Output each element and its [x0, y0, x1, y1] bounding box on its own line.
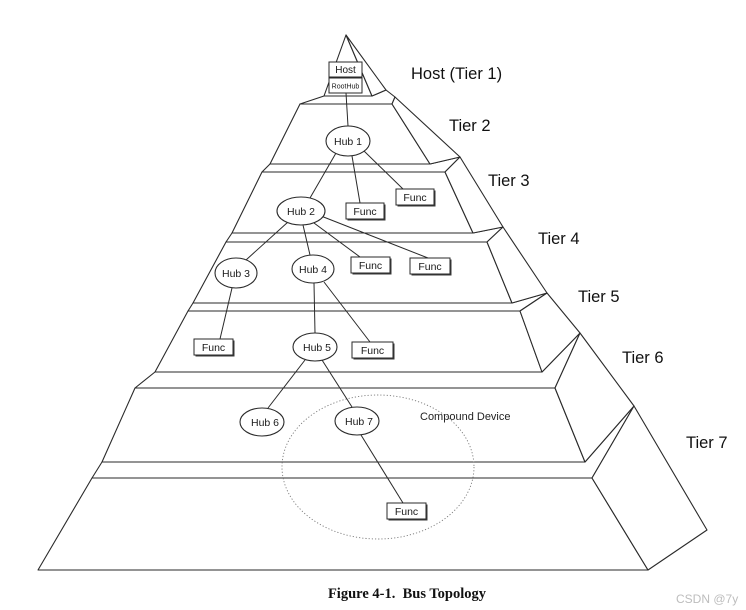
tier-7-label: Tier 7 [686, 434, 728, 452]
tier-5-function-2-label: Func [361, 345, 384, 357]
tier-3-function-2-box [395, 188, 435, 206]
connections [219, 92, 429, 504]
hub-7-label: Hub 7 [345, 416, 373, 428]
link-hub-4-hub-5 [313, 282, 316, 334]
tier-7-function-1-box [386, 502, 427, 520]
hub-3-ellipse [214, 257, 258, 289]
hub-5-node: Hub 5 [292, 332, 338, 362]
link-hub-5-hub-7 [321, 359, 353, 408]
tier-7-function-1: Func [386, 502, 428, 521]
tier-5-side-face [519, 292, 581, 373]
tier-3-function-2: Func [395, 188, 436, 207]
tier-3-function-1-label: Func [353, 206, 376, 218]
hub-4-label: Hub 4 [299, 264, 327, 276]
hub-3-node: Hub 3 [214, 257, 258, 289]
tier-3-side-face [444, 156, 504, 234]
host-node: Host [328, 61, 363, 78]
tier-3-function-1: Func [345, 202, 386, 221]
link-hub-2-hub-4 [302, 224, 311, 256]
hub-5-ellipse [292, 332, 338, 362]
tier-6-label: Tier 6 [622, 349, 664, 367]
tier-3-label: Tier 3 [488, 172, 530, 190]
hub-2-ellipse [276, 196, 326, 226]
tier-5-slab [154, 292, 581, 373]
tier-6-side-face [554, 332, 635, 463]
link-hub-5-hub-6 [267, 359, 306, 409]
link-hub-3-tier-5-function-1 [219, 287, 233, 340]
tier-5-function-1-box [193, 338, 234, 356]
watermark: CSDN @7y [676, 592, 738, 606]
link-roothub-hub-1 [345, 92, 349, 127]
tier-3-function-2-label: Func [403, 192, 426, 204]
tier-1-label: Host (Tier 1) [411, 65, 502, 83]
tier-5-function-1-label: Func [202, 342, 225, 354]
hub-6-node: Hub 6 [239, 407, 285, 437]
tier-4-function-2: Func [409, 257, 452, 276]
hub-1-label: Hub 1 [334, 136, 362, 148]
tier-3-function-1-box [345, 202, 385, 220]
link-hub-4-tier-5-function-2 [323, 281, 371, 343]
tier-4-function-2-label: Func [418, 261, 441, 273]
link-hub-1-hub-2 [309, 152, 337, 199]
hub-1-node: Hub 1 [325, 125, 371, 157]
tier-5-function-1: Func [193, 338, 235, 357]
compound-device-boundary [281, 394, 475, 540]
hub-6-ellipse [239, 407, 285, 437]
link-hub-1-tier-3-function-2 [363, 150, 404, 190]
tier-5-function-2-box [351, 341, 394, 359]
hub-6-label: Hub 6 [251, 417, 279, 429]
hub-2-label: Hub 2 [287, 206, 315, 218]
link-hub-1-tier-3-function-1 [351, 155, 361, 204]
hub-4-ellipse [291, 254, 335, 284]
tier-2-label: Tier 2 [449, 117, 491, 135]
tier-7-function-1-label: Func [395, 506, 418, 518]
figure-caption: Figure 4-1. Bus Topology [328, 586, 487, 602]
tier-2-side-face [391, 96, 461, 165]
hub-5-label: Hub 5 [303, 342, 331, 354]
link-hub-2-tier-4-function-2 [320, 215, 429, 259]
hub-7-node: Hub 7 [334, 406, 380, 436]
tier-7-front-face [37, 477, 649, 571]
hub-1-ellipse [325, 125, 371, 157]
link-hub-2-tier-4-function-1 [313, 222, 361, 258]
tier-4-label: Tier 4 [538, 230, 580, 248]
compound-device-label: Compound Device [420, 411, 511, 423]
hub-2-node: Hub 2 [276, 196, 326, 226]
link-hub-7-tier-7-function-1 [360, 434, 404, 504]
root-hub-node: RootHub [328, 77, 363, 94]
tier-4-function-1: Func [350, 256, 392, 275]
host-label: Host [335, 65, 356, 76]
tier-4-function-1-label: Func [359, 260, 382, 272]
hub-4-node: Hub 4 [291, 254, 335, 284]
hub-3-label: Hub 3 [222, 268, 250, 280]
tier-4-function-1-box [350, 256, 391, 274]
tier-2-slab [269, 89, 461, 165]
tier-7-slab [37, 405, 708, 571]
tier-5-function-2: Func [351, 341, 395, 360]
tier-3-slab [231, 156, 504, 234]
root-hub-box [328, 77, 363, 94]
root-hub-label: RootHub [332, 84, 360, 91]
tier-7-side-face [591, 405, 708, 571]
tier-5-label: Tier 5 [578, 288, 620, 306]
hub-7-ellipse [334, 406, 380, 436]
host-box [328, 61, 363, 78]
tier-4-side-face [486, 226, 548, 304]
link-hub-2-hub-3 [245, 221, 289, 261]
tier-4-function-2-box [409, 257, 451, 275]
